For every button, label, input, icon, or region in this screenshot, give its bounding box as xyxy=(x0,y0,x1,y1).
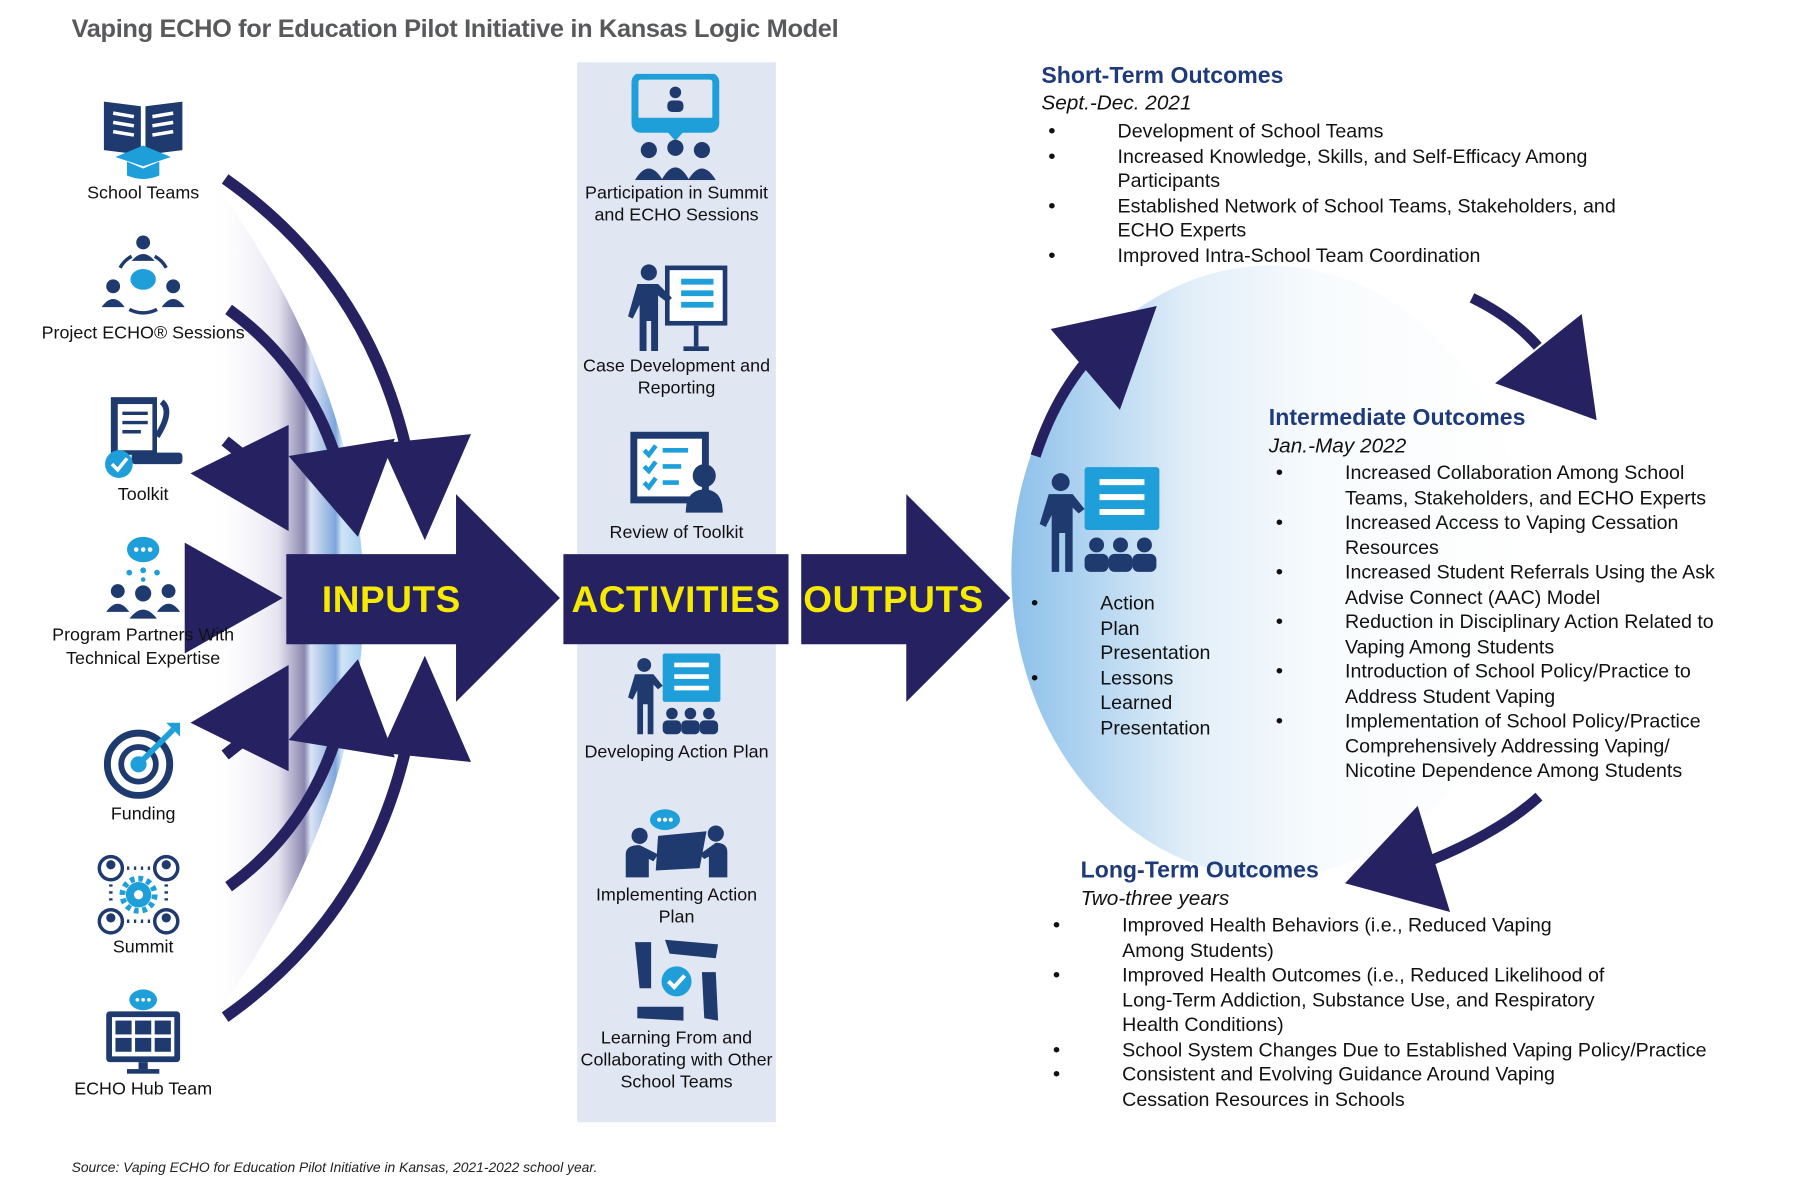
output-item: Lessons Learned Presentation xyxy=(1031,666,1239,740)
outputs-presenter-audience-icon xyxy=(1039,467,1160,572)
cycle-arrowheads xyxy=(1050,305,1597,913)
video-conference-icon xyxy=(106,989,181,1074)
presentation-screen-icon xyxy=(631,73,720,181)
hands-circle-icon xyxy=(634,939,719,1021)
inputs-banner: INPUTS xyxy=(321,578,461,620)
intermediate-list: Increased Collaboration Among School Tea… xyxy=(1276,461,1738,784)
target-arrow-icon xyxy=(103,722,181,799)
long-term-period: Two-three years xyxy=(1080,886,1230,910)
short-term-item: Established Network of School Teams, Sta… xyxy=(1048,193,1648,243)
long-term-item: School System Changes Due to Established… xyxy=(1053,1037,1746,1062)
arrow-to-intermediate xyxy=(1495,314,1597,421)
presenter-board-icon xyxy=(628,264,728,351)
long-term-item: Improved Health Behaviors (i.e., Reduced… xyxy=(1053,913,1596,963)
team-network-icon xyxy=(106,536,181,619)
group-discussion-icon xyxy=(101,235,185,315)
long-term-item: Improved Health Outcomes (i.e., Reduced … xyxy=(1053,963,1619,1037)
document-checkmark-icon xyxy=(105,397,183,478)
long-term-item: Consistent and Evolving Guidance Around … xyxy=(1053,1062,1607,1112)
source-note: Source: Vaping ECHO for Education Pilot … xyxy=(71,1159,598,1176)
page-title: Vaping ECHO for Education Pilot Initiati… xyxy=(71,13,839,43)
intermediate-item: Introduction of School Policy/Practice t… xyxy=(1276,659,1738,709)
input-label-toolkit: Toolkit xyxy=(117,484,169,505)
presenter-audience-icon xyxy=(628,653,721,735)
inputs-arrow xyxy=(286,494,560,702)
short-term-item: Development of School Teams xyxy=(1048,119,1648,144)
input-label-project-echo: Project ECHO® Sessions xyxy=(41,323,245,343)
activity-label-implementing-plan: Implementing Action Plan xyxy=(595,885,758,928)
intermediate-heading: Intermediate Outcomes xyxy=(1268,405,1526,431)
intermediate-item: Implementation of School Policy/Practice… xyxy=(1276,709,1738,783)
input-label-school-teams: School Teams xyxy=(87,183,200,204)
intermediate-item: Increased Collaboration Among School Tea… xyxy=(1276,461,1738,511)
long-term-list: Improved Health Behaviors (i.e., Reduced… xyxy=(1053,913,1746,1112)
intermediate-period: Jan.-May 2022 xyxy=(1268,434,1407,458)
activities-box xyxy=(563,554,789,645)
book-graduation-cap-icon xyxy=(103,101,183,179)
activity-label-participation: Participation in Summit and ECHO Session… xyxy=(585,183,769,226)
activity-label-learning-collaborating: Learning From and Collaborating with Oth… xyxy=(580,1028,773,1093)
short-term-list: Development of School Teams Increased Kn… xyxy=(1048,119,1648,268)
intermediate-item: Reduction in Disciplinary Action Related… xyxy=(1276,610,1738,660)
short-term-item: Increased Knowledge, Skills, and Self-Ef… xyxy=(1048,144,1648,194)
short-term-period: Sept.-Dec. 2021 xyxy=(1041,91,1192,115)
short-term-heading: Short-Term Outcomes xyxy=(1041,63,1284,89)
collaboration-icon xyxy=(625,809,728,878)
activity-label-case-development: Case Development and Reporting xyxy=(583,356,771,399)
arrow-to-long-term xyxy=(1344,805,1451,913)
output-item: Action Plan Presentation xyxy=(1031,591,1210,665)
gear-people-icon xyxy=(97,854,180,935)
activity-label-developing-plan: Developing Action Plan xyxy=(584,742,769,762)
input-label-summit: Summit xyxy=(112,937,174,958)
short-term-item: Improved Intra-School Team Coordination xyxy=(1048,243,1648,268)
input-label-program-partners: Program Partners With Technical Expertis… xyxy=(52,625,235,669)
intermediate-item: Increased Student Referrals Using the As… xyxy=(1276,560,1738,610)
intermediate-item: Increased Access to Vaping Cessation Res… xyxy=(1276,510,1738,560)
input-label-echo-hub-team: ECHO Hub Team xyxy=(74,1079,213,1100)
checklist-person-icon xyxy=(630,431,723,513)
inputs-fan xyxy=(207,173,364,1028)
long-term-heading: Long-Term Outcomes xyxy=(1080,857,1319,884)
outputs-list: Action Plan Presentation Lessons Learned… xyxy=(1031,591,1262,740)
activities-banner: ACTIVITIES xyxy=(571,578,781,620)
activity-label-review-toolkit: Review of Toolkit xyxy=(609,522,744,543)
input-label-funding: Funding xyxy=(110,804,176,825)
input-arrowheads xyxy=(184,424,472,772)
outputs-arrow xyxy=(801,494,1011,702)
arrow-to-short-term xyxy=(1050,305,1157,410)
outputs-banner: OUTPUTS xyxy=(803,578,984,620)
